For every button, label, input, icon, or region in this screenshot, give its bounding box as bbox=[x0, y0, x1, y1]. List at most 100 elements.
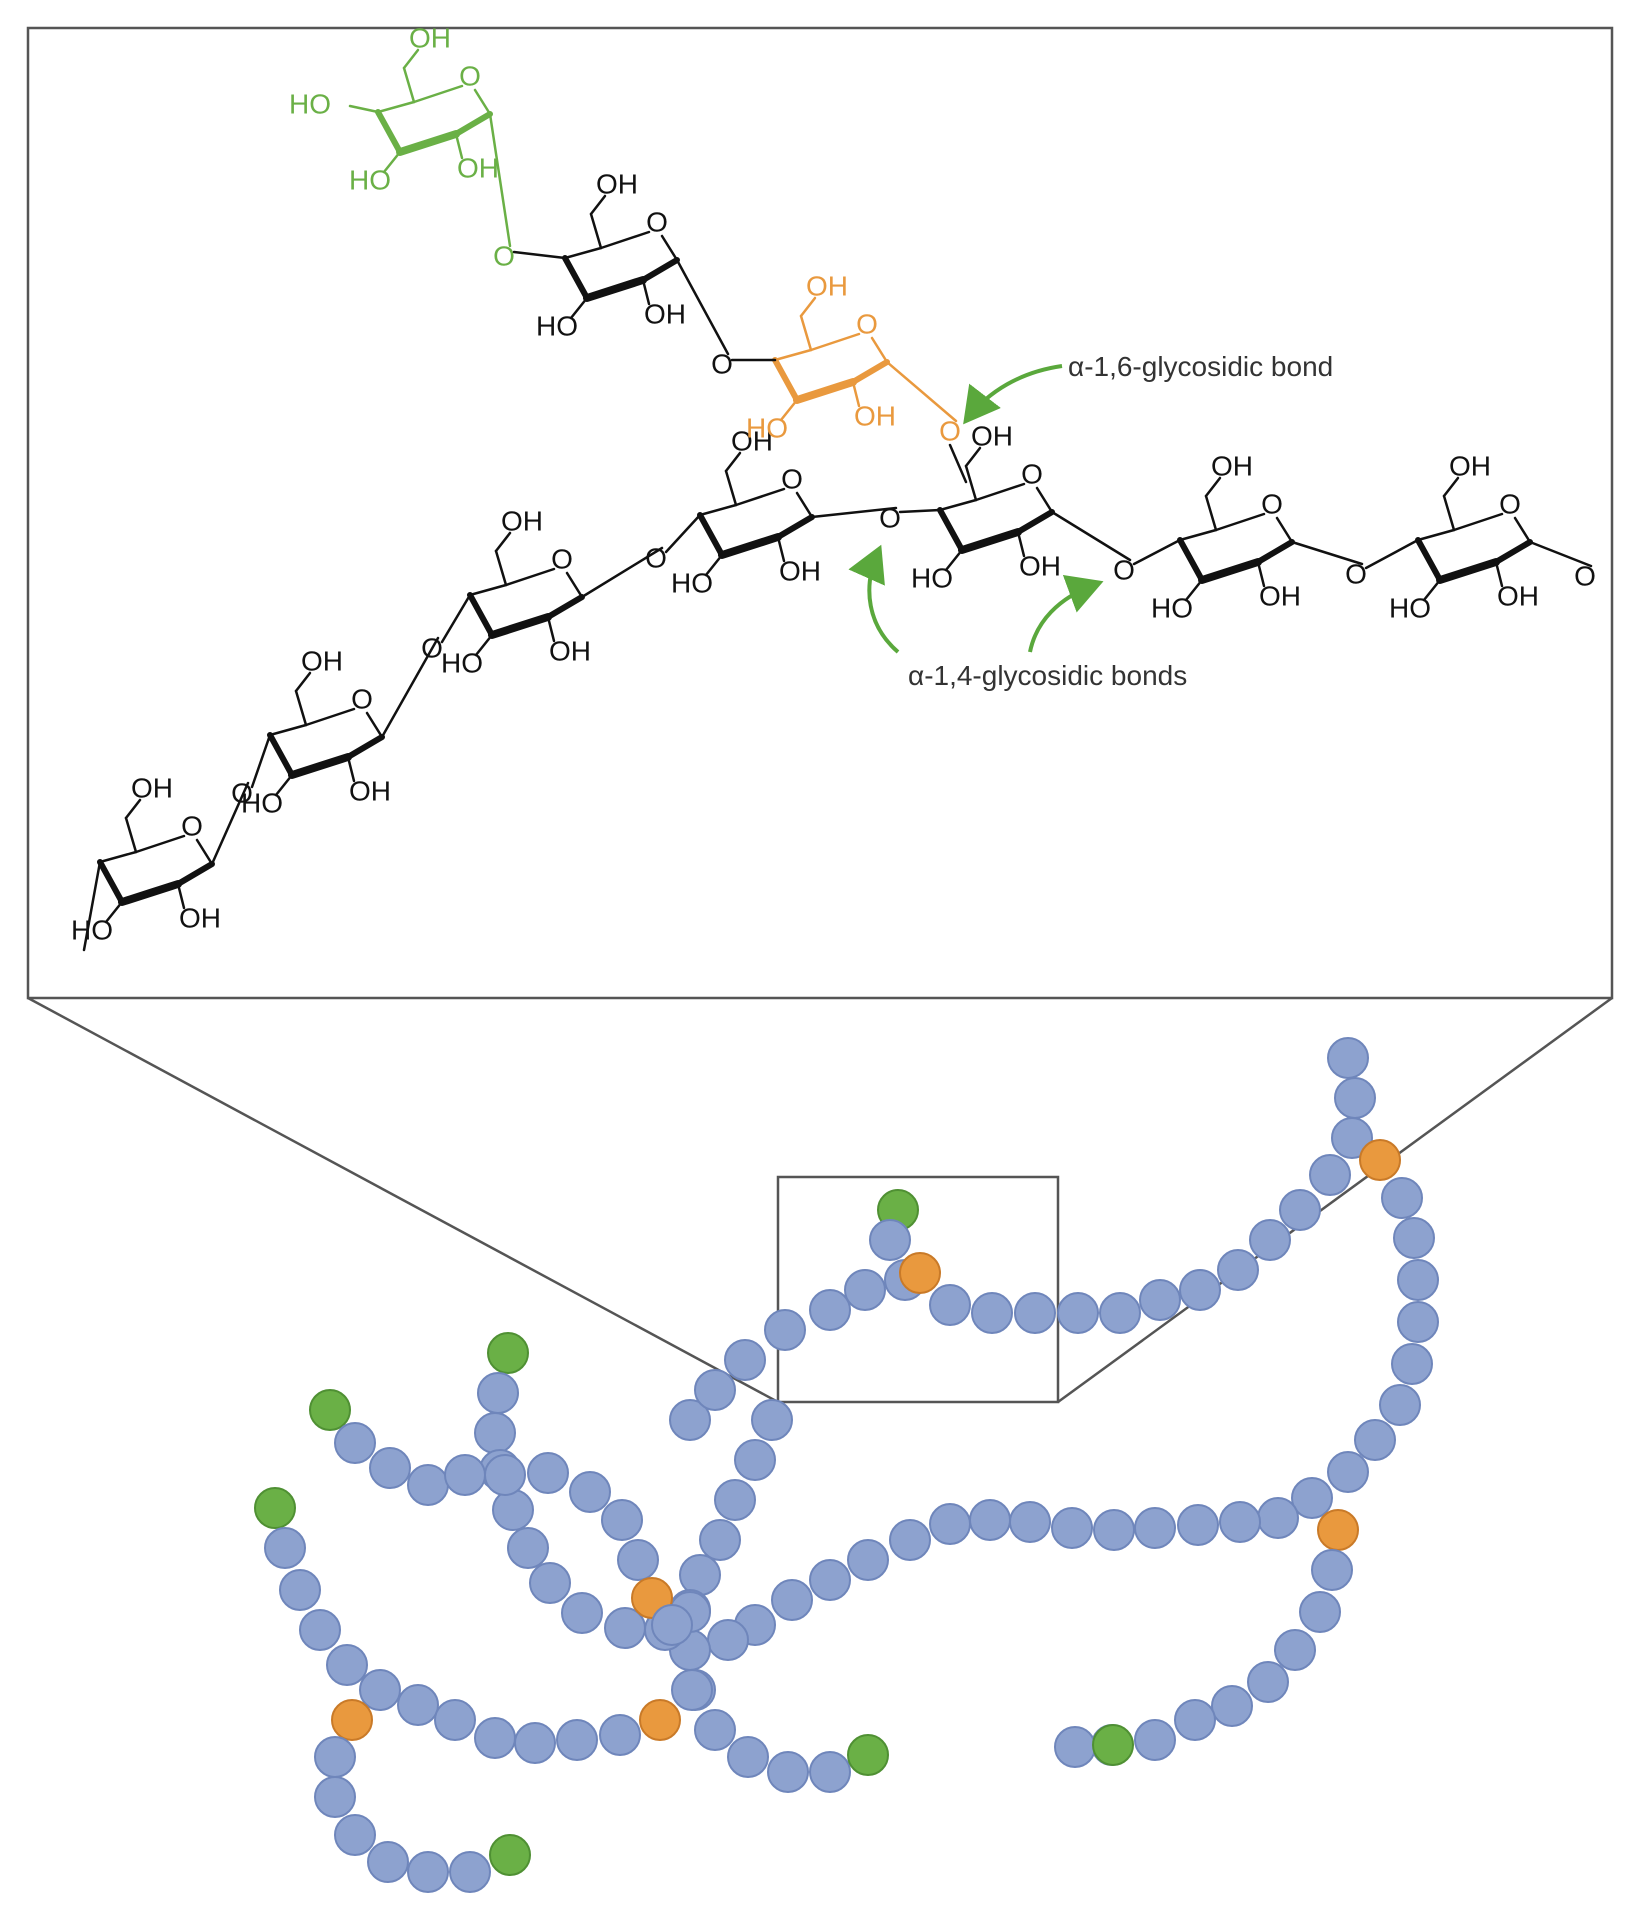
c4-link-bond bbox=[440, 593, 472, 644]
c6-bond bbox=[589, 194, 607, 216]
anomeric-bond bbox=[580, 546, 664, 599]
glucose-bead bbox=[617, 1539, 659, 1581]
glucose-bead bbox=[1014, 1292, 1056, 1334]
ring-bond-front bbox=[488, 613, 552, 639]
c6-bond bbox=[402, 66, 416, 104]
alpha14-annotation: α-1,4-glycosidic bonds bbox=[848, 544, 1187, 691]
ring-bond-front bbox=[267, 732, 295, 778]
branch-point-bead bbox=[639, 1699, 681, 1741]
c6-bond bbox=[1204, 494, 1218, 532]
ring-bond bbox=[98, 850, 138, 864]
ring-bond-front bbox=[1255, 539, 1295, 565]
glycosidic-oxygen-label: O bbox=[231, 777, 253, 808]
glucose-bead bbox=[809, 1751, 851, 1793]
c2-hydroxyl-label: OH bbox=[457, 152, 499, 183]
glucose-bead bbox=[1219, 1501, 1261, 1543]
c4-link-bond bbox=[250, 733, 272, 789]
glucose-bead bbox=[889, 1519, 931, 1561]
ring-bond bbox=[795, 491, 814, 519]
glucose-bead bbox=[477, 1372, 519, 1414]
c6-bond bbox=[724, 451, 742, 473]
glucose-bead bbox=[714, 1479, 756, 1521]
glucose-bead bbox=[492, 1489, 534, 1531]
c3-oh-bond bbox=[1184, 578, 1204, 602]
glycosidic-oxygen-label: O bbox=[939, 415, 961, 446]
c2-hydroxyl-label: OH bbox=[1019, 550, 1061, 581]
c6-hydroxyl-label: OH bbox=[1449, 450, 1491, 481]
ring-bond-front bbox=[793, 378, 857, 404]
glucose-bead bbox=[671, 1669, 713, 1711]
glucose-bead bbox=[1247, 1661, 1289, 1703]
zoom-line-left bbox=[27, 996, 779, 1404]
glucose-bead bbox=[1099, 1292, 1141, 1334]
c6-hydroxyl-label: OH bbox=[596, 168, 638, 199]
ring-oxygen-label: O bbox=[1261, 488, 1283, 519]
ring-bond-front bbox=[640, 257, 680, 283]
ring-bond-front bbox=[937, 507, 965, 553]
glucose-bead bbox=[809, 1289, 851, 1331]
ring-bond bbox=[504, 567, 556, 587]
c3-oh-bond bbox=[382, 150, 402, 174]
ring-bond-front bbox=[1493, 539, 1533, 565]
glucose-bead bbox=[507, 1527, 549, 1569]
zoom-line-right bbox=[1057, 996, 1613, 1404]
glucose-bead bbox=[434, 1699, 476, 1741]
anomeric-bond bbox=[1290, 540, 1364, 566]
ring-bond-front bbox=[118, 880, 182, 906]
glycosidic-oxygen-label: O bbox=[879, 502, 901, 533]
c4-link-bond bbox=[1364, 538, 1420, 570]
c2-oh-bond bbox=[454, 132, 464, 160]
glucose-bead bbox=[1274, 1629, 1316, 1671]
anomeric-bond bbox=[488, 112, 512, 248]
ring-bond bbox=[468, 583, 508, 597]
zoom-source-box bbox=[776, 1175, 1060, 1404]
ring-bond-front bbox=[396, 130, 460, 156]
glucose-bead bbox=[1397, 1301, 1439, 1343]
c3-oh-bond bbox=[704, 553, 724, 577]
alpha14-arrow-left bbox=[848, 544, 900, 654]
c2-oh-bond bbox=[346, 755, 356, 783]
glucose-bead bbox=[771, 1579, 813, 1621]
c6-bond bbox=[1442, 476, 1460, 498]
ring-bond bbox=[734, 487, 786, 507]
terminal-bead bbox=[1092, 1724, 1134, 1766]
glucose-bead bbox=[1249, 1219, 1291, 1261]
ring-bond bbox=[134, 834, 186, 854]
glucose-bead bbox=[1217, 1249, 1259, 1291]
ring-bond bbox=[195, 838, 214, 866]
c6-bond bbox=[1204, 476, 1222, 498]
glucose-bead bbox=[809, 1559, 851, 1601]
glucose-bead bbox=[694, 1709, 736, 1751]
glucose-bead bbox=[1134, 1719, 1176, 1761]
branch-point-bead bbox=[1359, 1139, 1401, 1181]
ring-bond bbox=[376, 100, 416, 114]
c2-oh-bond bbox=[641, 278, 651, 306]
glucose-bead bbox=[1327, 1451, 1369, 1493]
glycosidic-oxygen-label: O bbox=[1113, 554, 1135, 585]
ring-bond bbox=[365, 711, 384, 739]
glucose-bead bbox=[734, 1439, 776, 1481]
glucose-bead bbox=[1299, 1591, 1341, 1633]
glucose-bead bbox=[751, 1399, 793, 1441]
glucose-bead bbox=[529, 1562, 571, 1604]
branch-point-bead bbox=[331, 1699, 373, 1741]
c2-oh-bond bbox=[776, 535, 786, 563]
alpha16-link-bond bbox=[948, 443, 968, 484]
glucose-bead bbox=[727, 1736, 769, 1778]
ring-oxygen-label: O bbox=[646, 206, 668, 237]
ring-oxygen-label: O bbox=[351, 683, 373, 714]
ring-bond-front bbox=[545, 594, 585, 620]
c6-bond bbox=[494, 531, 512, 553]
glucose-bead bbox=[334, 1422, 376, 1464]
ring-bond-front bbox=[1198, 558, 1262, 584]
anomeric-bond bbox=[380, 636, 440, 739]
ring-bond bbox=[660, 234, 679, 262]
c2-hydroxyl-label: OH bbox=[854, 400, 896, 431]
ring-bond-front bbox=[345, 734, 385, 760]
c3-hydroxyl-label: HO bbox=[71, 914, 113, 945]
c4-link-bond bbox=[898, 508, 942, 514]
branch-point-bead bbox=[1317, 1509, 1359, 1551]
glucose-bead bbox=[679, 1554, 721, 1596]
ring-bond bbox=[773, 348, 813, 362]
